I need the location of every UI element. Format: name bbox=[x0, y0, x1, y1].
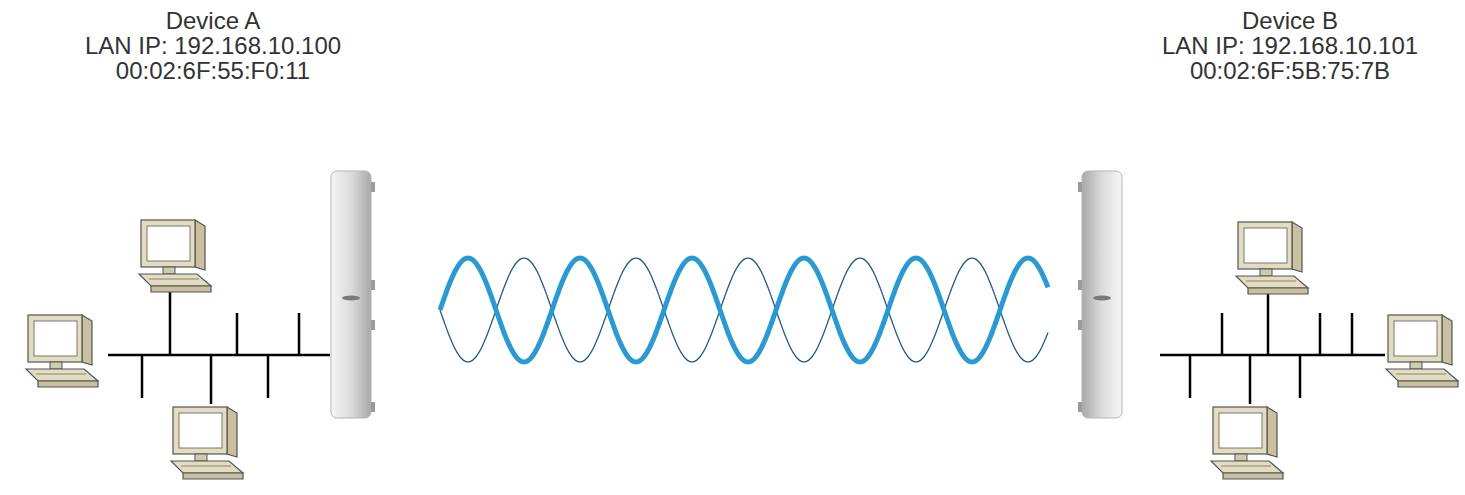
lan-bus-b bbox=[1160, 294, 1385, 404]
device-housing bbox=[1077, 170, 1123, 420]
mac-address: 00:02:6F:5B:75:7B bbox=[1162, 58, 1418, 83]
computer-icon bbox=[1236, 222, 1308, 294]
outdoor-unit: Device ALAN IP: 192.168.10.10000:02:6F:5… bbox=[330, 170, 376, 420]
wave-thick bbox=[440, 258, 1048, 362]
computer-icon bbox=[1386, 315, 1458, 387]
wave-thin bbox=[440, 258, 1048, 362]
wireless-link bbox=[440, 258, 1048, 362]
device-name: Device B bbox=[1162, 8, 1418, 33]
ip-address: LAN IP: 192.168.10.100 bbox=[85, 33, 341, 58]
mac-address: 00:02:6F:55:F0:11 bbox=[85, 58, 341, 83]
ip-address: LAN IP: 192.168.10.101 bbox=[1162, 33, 1418, 58]
outdoor-unit: Device BLAN IP: 192.168.10.10100:02:6F:5… bbox=[1077, 170, 1123, 420]
computer-icon bbox=[171, 407, 243, 479]
lan-bus-a bbox=[108, 292, 330, 404]
device-label: Device ALAN IP: 192.168.10.10000:02:6F:5… bbox=[85, 8, 341, 83]
device-name: Device A bbox=[85, 8, 341, 33]
computer-icon bbox=[139, 220, 211, 292]
device-housing bbox=[330, 170, 376, 420]
computer-icon bbox=[1211, 407, 1283, 479]
computer-icon bbox=[26, 315, 98, 387]
device-label: Device BLAN IP: 192.168.10.10100:02:6F:5… bbox=[1162, 8, 1418, 83]
